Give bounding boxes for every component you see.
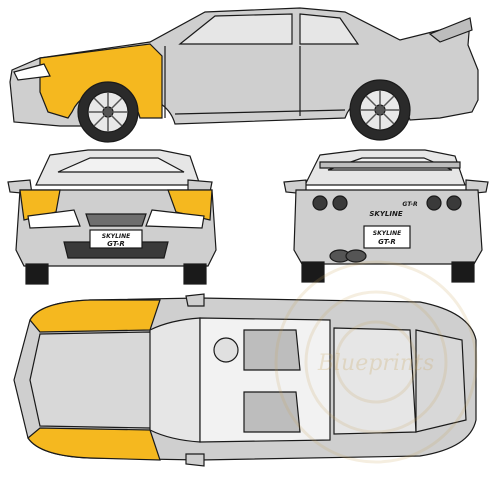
side-front-wheel xyxy=(77,81,139,143)
rear-taillight-l2 xyxy=(332,195,348,211)
rear-tyre-right xyxy=(451,261,475,283)
side-skirt xyxy=(174,109,346,115)
side-rear-wheel xyxy=(349,79,411,141)
front-headlight-right xyxy=(145,209,205,229)
side-view xyxy=(9,7,479,143)
rear-exhaust-right xyxy=(345,249,367,263)
rear-plate xyxy=(363,225,411,249)
front-badge-line1: SKYLINE xyxy=(102,233,131,240)
side-window-front xyxy=(178,13,293,45)
top-trunk xyxy=(415,329,467,433)
rear-plate-line2: GT-R xyxy=(378,238,396,246)
rear-tyre-left xyxy=(301,261,325,283)
top-mirror-left xyxy=(185,293,205,307)
front-view xyxy=(7,149,217,285)
rear-view xyxy=(283,149,489,283)
top-seat-right xyxy=(243,391,301,433)
watermark-text: Blueprints xyxy=(317,351,434,376)
top-steering-wheel xyxy=(213,337,239,363)
top-hood xyxy=(29,331,161,429)
top-fender-right xyxy=(27,427,161,461)
rear-emblem: SKYLINE xyxy=(369,210,402,218)
rear-spoiler xyxy=(319,161,461,169)
side-headlight xyxy=(13,63,51,81)
rear-plate-line1: SKYLINE xyxy=(373,230,402,237)
front-headlight-left xyxy=(27,209,81,229)
side-door-line xyxy=(164,46,301,118)
front-tyre-right xyxy=(183,263,207,285)
front-fender-right xyxy=(167,189,213,221)
front-badge-line2: GT-R xyxy=(107,240,125,248)
top-view xyxy=(13,293,477,467)
side-window-rear xyxy=(299,13,360,45)
front-grille xyxy=(85,213,147,227)
front-tyre-left xyxy=(25,263,49,285)
rear-model-badge: GT-R xyxy=(402,201,418,208)
top-rear-window xyxy=(333,327,417,435)
watermark-stamp xyxy=(274,260,478,464)
front-windshield xyxy=(57,157,185,173)
top-mirror-right xyxy=(185,453,205,467)
rear-taillight-r2 xyxy=(446,195,462,211)
side-spoiler xyxy=(428,17,473,43)
top-seat-left xyxy=(243,329,301,371)
top-fender-left xyxy=(29,299,161,333)
front-plate xyxy=(89,229,143,249)
rear-taillight-r1 xyxy=(426,195,442,211)
top-windshield xyxy=(149,317,201,443)
rear-taillight-l1 xyxy=(312,195,328,211)
